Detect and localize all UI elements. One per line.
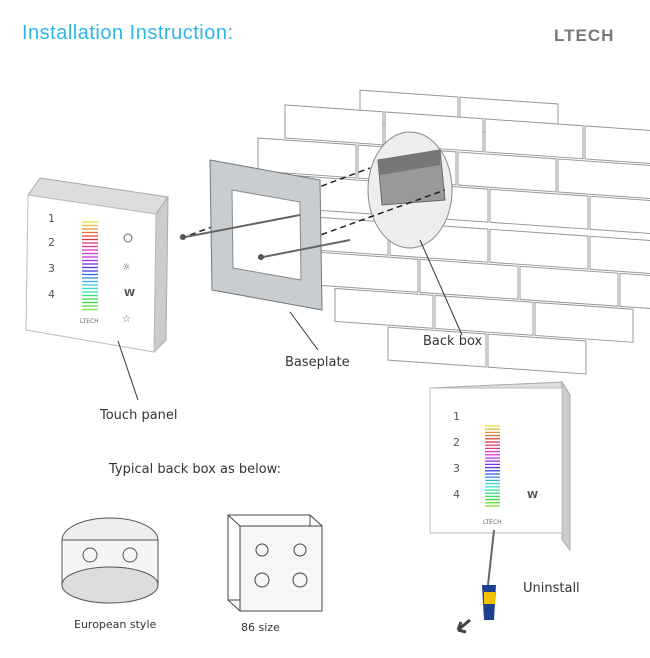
zone-3-key: 3 (453, 462, 460, 475)
baseplate-pointer (289, 311, 319, 351)
w-key: W (124, 288, 135, 299)
86-size-label: 86 size (241, 621, 280, 634)
brick (584, 125, 650, 167)
color-slider (82, 221, 98, 311)
brick (484, 118, 584, 160)
baseplate-illustration (179, 159, 351, 311)
brick (489, 228, 589, 270)
brick (257, 137, 357, 179)
power-icon (123, 233, 133, 243)
back-box-pointer (419, 239, 463, 336)
zone-1-key: 1 (48, 212, 55, 225)
zone-1-key: 1 (453, 410, 460, 423)
brick (489, 188, 589, 230)
color-slider (485, 425, 500, 507)
brick (334, 287, 434, 329)
arrow-icon (456, 618, 471, 634)
brick (519, 265, 619, 307)
european-style-label: European style (74, 618, 157, 631)
touch-panel-illustration: 1 2 3 4 W ☼ ☆ LTECH (25, 177, 169, 401)
page-title: Installation Instruction: (22, 22, 234, 44)
brick (457, 151, 557, 193)
touch-panel-label: Touch panel (100, 408, 178, 423)
uninstall-panel-illustration: 1 2 3 4 W LTECH (429, 380, 571, 552)
brightness-icon: ☼ (122, 262, 131, 273)
brick (284, 104, 384, 146)
brick (434, 294, 534, 336)
brick (487, 333, 587, 375)
back-box-illustration (367, 131, 453, 249)
zone-2-key: 2 (48, 236, 55, 249)
zone-4-key: 4 (48, 288, 55, 301)
86-box-illustration (227, 514, 323, 612)
typical-back-box-heading: Typical back box as below: (109, 462, 281, 477)
baseplate-label: Baseplate (285, 355, 350, 370)
w-key: W (527, 490, 538, 501)
back-box-label: Back box (423, 334, 483, 349)
brick (589, 195, 650, 237)
brick (387, 326, 487, 368)
brick (619, 272, 650, 314)
zone-3-key: 3 (48, 262, 55, 275)
brick (534, 301, 634, 343)
brick (319, 251, 419, 293)
star-icon: ☆ (122, 314, 131, 325)
brick (419, 258, 519, 300)
european-box-illustration (61, 517, 159, 604)
zone-4-key: 4 (453, 488, 460, 501)
panel-brand: LTECH (80, 318, 99, 325)
screwdriver-icon (482, 529, 496, 620)
panel-brand: LTECH (483, 519, 502, 526)
brick (589, 235, 650, 277)
uninstall-label: Uninstall (523, 581, 580, 596)
zone-2-key: 2 (453, 436, 460, 449)
brick (557, 158, 650, 200)
brand-logo: LTECH (554, 26, 615, 45)
